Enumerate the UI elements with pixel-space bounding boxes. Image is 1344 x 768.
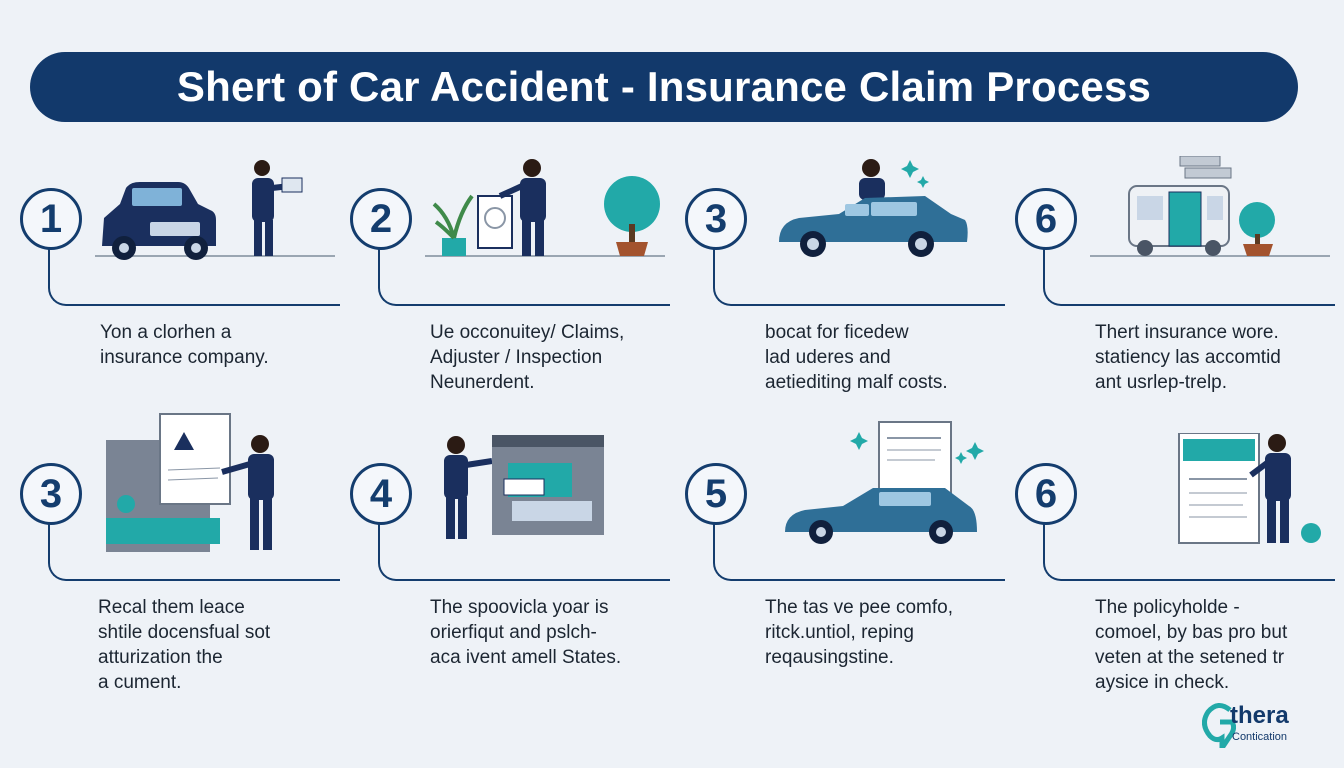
desc-line: Ue occonuitey/ Claims, — [430, 322, 625, 343]
desc-line: comoel, by bas pro but — [1095, 622, 1288, 643]
desc-line: statiency las accomtid — [1095, 347, 1281, 368]
car-damage-icon — [779, 159, 968, 257]
step-7: 5 The tas ve pee comfo, ritck.untiol, re… — [685, 421, 1005, 755]
step-1: 1 Yon a clorhen a insurance company. — [20, 160, 340, 480]
desc-line: ritck.untiol, reping — [765, 622, 914, 643]
step-connector — [713, 521, 1005, 581]
step-number: 4 — [350, 463, 412, 525]
step-connector — [48, 246, 340, 306]
step-description: The tas ve pee comfo, ritck.untiol, repi… — [765, 595, 1015, 670]
step-number: 6 — [1015, 188, 1077, 250]
desc-line: aetiediting malf costs. — [765, 372, 948, 393]
step-description: Recal them leace shtile docensfual sot a… — [98, 595, 348, 695]
documents-presentation-icon — [106, 413, 274, 552]
desc-line: aca ivent amell States. — [430, 647, 622, 668]
brand-logo: thera Contication — [1202, 700, 1332, 750]
desc-line: bocat for ficedew — [765, 322, 909, 343]
desc-line: lad uderes and — [765, 347, 891, 368]
step-description: The spoovicla yoar is orierfiqut and psl… — [430, 595, 680, 670]
logo-tagline: Contication — [1232, 731, 1288, 743]
step-connector — [1043, 246, 1335, 306]
desc-line: Yon a clorhen a — [100, 322, 232, 343]
repair-shop-icon — [1090, 156, 1330, 257]
step-2: 2 Ue occonuitey/ Claims, Adjuster / Insp… — [350, 159, 670, 480]
car-and-person-icon — [95, 160, 335, 260]
page-title: Shert of Car Accident - Insurance Claim … — [176, 63, 1152, 110]
step-description: Ue occonuitey/ Claims, Adjuster / Inspec… — [430, 320, 680, 395]
repaired-car-icon — [785, 421, 984, 544]
desc-line: The tas ve pee comfo, — [765, 597, 953, 618]
adjuster-inspection-icon — [425, 159, 665, 257]
step-description: Thert insurance wore. statiency las acco… — [1095, 320, 1344, 395]
step-number: 3 — [20, 463, 82, 525]
desc-line: The policyholde - — [1095, 597, 1240, 618]
step-6: 4 The spoovicla yoar is orierfiqut and p… — [350, 435, 670, 755]
title-banner: Shert of Car Accident - Insurance Claim … — [30, 52, 1298, 122]
step-number: 6 — [1015, 463, 1077, 525]
desc-line: The spoovicla yoar is — [430, 597, 609, 618]
desc-line: Neunerdent. — [430, 372, 535, 393]
step-connector — [1043, 521, 1335, 581]
logo-mark-icon — [1202, 703, 1236, 748]
desc-line: shtile docensfual sot — [98, 622, 271, 643]
desc-line: reqausingstine. — [765, 647, 894, 668]
step-description: Yon a clorhen a insurance company. — [100, 320, 350, 370]
step-8: 6 The policyholde - comoel, by bas pro b… — [1015, 433, 1335, 755]
step-connector — [713, 246, 1005, 306]
desc-line: Recal them leace — [98, 597, 245, 618]
desc-line: a cument. — [98, 672, 182, 693]
step-number: 1 — [20, 188, 82, 250]
step-connector — [48, 521, 340, 581]
desc-line: aysice in check. — [1095, 672, 1230, 693]
step-number: 2 — [350, 188, 412, 250]
desc-line: atturization the — [98, 647, 223, 668]
step-connector — [378, 521, 670, 581]
step-connector — [378, 246, 670, 306]
policy-check-icon — [1178, 433, 1321, 544]
step-number: 5 — [685, 463, 747, 525]
desc-line: veten at the setened tr — [1095, 647, 1285, 668]
step-description: bocat for ficedew lad uderes and aetiedi… — [765, 320, 1015, 395]
desc-line: Adjuster / Inspection — [430, 347, 603, 368]
desc-line: orierfiqut and pslch- — [430, 622, 597, 643]
desc-line: insurance company. — [100, 347, 269, 368]
desc-line: Thert insurance wore. — [1095, 322, 1279, 343]
step-5: 3 Recal them leace shtile docensfual sot… — [20, 413, 340, 755]
online-claim-icon — [444, 435, 604, 539]
step-4: 6 Thert insurance wore. statiency las ac… — [1015, 156, 1335, 480]
step-3: 3 bocat for ficedew lad uderes and aetie… — [685, 159, 1005, 480]
desc-line: ant usrlep-trelp. — [1095, 372, 1228, 393]
step-description: The policyholde - comoel, by bas pro but… — [1095, 595, 1344, 695]
logo-name: thera — [1230, 702, 1289, 729]
step-number: 3 — [685, 188, 747, 250]
